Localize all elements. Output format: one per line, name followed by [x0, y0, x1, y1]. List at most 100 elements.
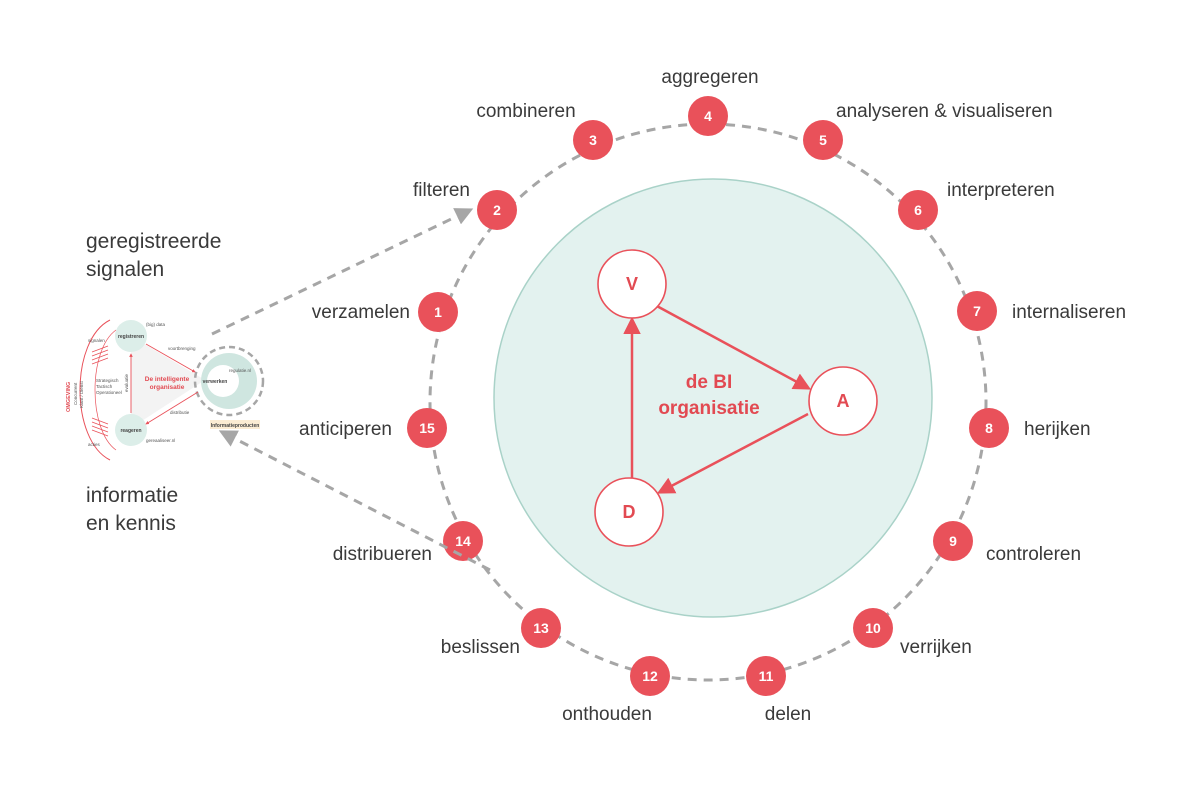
step-badge [746, 656, 786, 696]
mini-verwerken-label: verwerken [203, 379, 228, 385]
mini-verwerken-sub: regulatie.nl [229, 368, 251, 373]
knowledge-label-line1: informatie [86, 484, 178, 507]
vad-letter-a: A [837, 391, 850, 411]
vad-node-d: D [594, 477, 664, 547]
signals-label-line2: signalen [86, 258, 164, 281]
mini-signal-strokes [91, 345, 109, 437]
arrow-v-to-a [654, 303, 812, 390]
step-number: 9 [949, 533, 957, 549]
step-badge [630, 656, 670, 696]
step-label: anticiperen [299, 419, 392, 440]
mini-omgeving-label: OMGEVING [66, 382, 72, 412]
mini-side-a: Concurrent [73, 382, 78, 405]
step-badge [969, 408, 1009, 448]
step-number: 1 [434, 304, 442, 320]
step-badge [443, 521, 483, 561]
step-badge [477, 190, 517, 230]
mini-arrow-top [145, 343, 196, 373]
step-number: 2 [493, 202, 501, 218]
step-badge [688, 96, 728, 136]
mini-omgeving-arc-inner [94, 329, 117, 451]
step-label: verrijken [900, 637, 972, 658]
mini-arrow-top-label: voortbrenging [168, 346, 196, 351]
mini-node-registreren [115, 320, 147, 352]
mini-triangle-area [131, 336, 205, 428]
mini-level-2: Tactisch [96, 384, 113, 389]
mini-verwerken-dashed-ring [193, 345, 265, 417]
step-label: analyseren & visualiseren [836, 101, 1053, 122]
step-label: beslissen [441, 637, 520, 658]
mini-bigdata-label: (big) data [146, 322, 166, 327]
mini-node-verwerken [207, 365, 239, 397]
mini-level-1: Strategisch [96, 378, 119, 383]
vad-letter-v: V [626, 274, 638, 294]
step-label: herijken [1024, 419, 1091, 440]
step-number: 10 [865, 620, 881, 636]
cycle-step-13: 13 beslissen [441, 608, 561, 658]
cycle-step-9: 9 controleren [933, 521, 1081, 565]
step-number: 6 [914, 202, 922, 218]
mini-intelligent-line2: organisatie [150, 384, 185, 391]
cycle-step-12: 12 onthouden [562, 656, 670, 725]
step-number: 12 [642, 668, 658, 684]
cycle-step-2: 2 filteren [413, 180, 517, 230]
mini-diagram: OMGEVING Concurrent Klant / Dienst signa… [66, 319, 265, 461]
vad-letter-d: D [623, 502, 636, 522]
step-badge [573, 120, 613, 160]
mini-omgeving-arc [79, 319, 111, 461]
vad-node-v: V [597, 249, 667, 319]
mini-informatieproducten-box [210, 420, 260, 429]
step-badge [521, 608, 561, 648]
step-label: filteren [413, 180, 470, 201]
vad-triangle [623, 303, 812, 494]
step-number: 4 [704, 108, 712, 124]
step-label: delen [765, 704, 812, 725]
arrow-a-to-d [656, 412, 809, 494]
step-badge [853, 608, 893, 648]
mini-arrow-bottom [145, 391, 199, 425]
mini-level-3: Operationeel [96, 390, 122, 395]
step-badge [933, 521, 973, 561]
mini-reageren-label: reageren [120, 428, 141, 434]
signals-label-line1: geregistreerde [86, 230, 221, 253]
mini-informatieproducten-label: Informatieproducten [211, 423, 260, 429]
step-label: distribueren [333, 544, 432, 565]
step-number: 3 [589, 132, 597, 148]
step-label: aggregeren [661, 67, 758, 88]
mini-registreren-label: registreren [118, 334, 144, 340]
cycle-step-10: 10 verrijken [853, 608, 972, 658]
step-badge [407, 408, 447, 448]
step-number: 13 [533, 620, 549, 636]
mini-node-reageren [115, 414, 147, 446]
cycle-step-6: 6 interpreteren [898, 180, 1055, 230]
knowledge-arrow [218, 430, 491, 572]
knowledge-label-line2: en kennis [86, 512, 176, 535]
step-label: interpreteren [947, 180, 1055, 201]
vad-node-a: A [808, 366, 878, 436]
step-number: 7 [973, 303, 981, 319]
mini-intelligent-line1: De intelligente [145, 376, 190, 383]
step-badge [418, 292, 458, 332]
mini-signals-top: signalen [88, 338, 105, 343]
mini-reageren-sub: gereaaliseer.nl [146, 438, 175, 443]
cycle-ring [428, 122, 988, 682]
step-badge [803, 120, 843, 160]
mini-arrow-left-label: evaluatie [124, 373, 129, 392]
cycle-step-4: 4 aggregeren [661, 67, 759, 136]
center-title-line1: de BI [686, 372, 732, 393]
step-label: controleren [986, 544, 1081, 565]
step-label: combineren [476, 101, 575, 122]
step-number: 5 [819, 132, 827, 148]
step-number: 14 [455, 533, 471, 549]
step-badge [957, 291, 997, 331]
mini-side-b: Klant / Dienst [79, 380, 84, 408]
step-label: onthouden [562, 704, 652, 725]
mini-signals-bottom: acties [88, 442, 101, 447]
